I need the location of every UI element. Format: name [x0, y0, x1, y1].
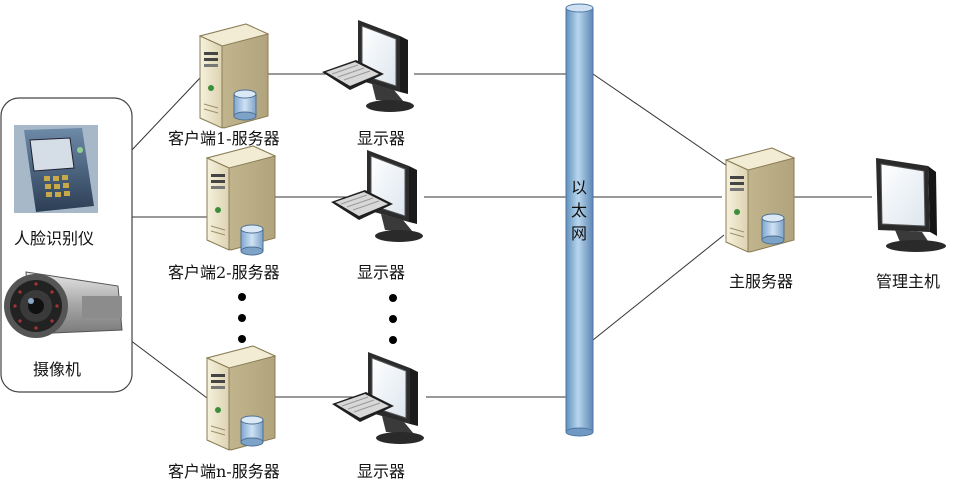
- client-server-2-label: 客户端2-服务器: [168, 263, 280, 282]
- monitor-icon: [331, 351, 425, 445]
- capture-devices-group: 人脸识别仪 摄像机: [0, 97, 133, 393]
- connection-lines: [129, 73, 872, 399]
- monitor-2-label: 显示器: [357, 263, 405, 282]
- monitor-n: 显示器: [331, 351, 425, 481]
- monitor-icon: [330, 149, 424, 243]
- admin-host-label: 管理主机: [876, 272, 940, 291]
- client-server-1: 客户端1-服务器: [168, 23, 280, 148]
- main-server-label: 主服务器: [729, 272, 793, 291]
- face-reader-label: 人脸识别仪: [14, 229, 94, 248]
- face-reader-icon: [14, 125, 98, 213]
- client-server-n-label: 客户端n-服务器: [168, 462, 280, 481]
- ethernet-label-char-2: 太: [571, 201, 587, 220]
- ethernet-backbone: 以 太 网: [565, 3, 594, 437]
- client-server-2: 客户端2-服务器: [168, 145, 280, 282]
- link-device-clientn: [129, 339, 208, 399]
- main-server: 主服务器: [725, 147, 795, 291]
- admin-monitor-icon: [876, 158, 946, 252]
- camera-label: 摄像机: [33, 360, 81, 379]
- monitor-icon: [321, 19, 415, 113]
- ethernet-label-char-3: 网: [571, 224, 587, 243]
- database-icon: [240, 224, 264, 256]
- ellipsis-dot: [238, 335, 246, 343]
- camera-icon: [4, 271, 123, 338]
- database-icon: [761, 213, 785, 245]
- ellipsis-dot: [389, 294, 397, 302]
- monitor-1: 显示器: [321, 19, 415, 148]
- ellipsis-dot: [238, 293, 246, 301]
- monitor-2: 显示器: [330, 149, 424, 282]
- ethernet-label-char-1: 以: [571, 178, 587, 197]
- link-ethernet-main-top: [592, 73, 737, 173]
- more-clients-ellipsis: [238, 293, 397, 344]
- ellipsis-dot: [389, 336, 397, 344]
- link-ethernet-main-bottom: [592, 234, 725, 341]
- client-server-n: 客户端n-服务器: [168, 345, 280, 481]
- database-icon: [240, 415, 264, 447]
- monitor-n-label: 显示器: [357, 462, 405, 481]
- ellipsis-dot: [238, 314, 246, 322]
- ellipsis-dot: [389, 315, 397, 323]
- client-server-1-label: 客户端1-服务器: [168, 129, 280, 148]
- admin-host: 管理主机: [876, 158, 946, 291]
- database-icon: [233, 89, 257, 121]
- monitor-1-label: 显示器: [357, 129, 405, 148]
- link-device-client1: [129, 77, 201, 153]
